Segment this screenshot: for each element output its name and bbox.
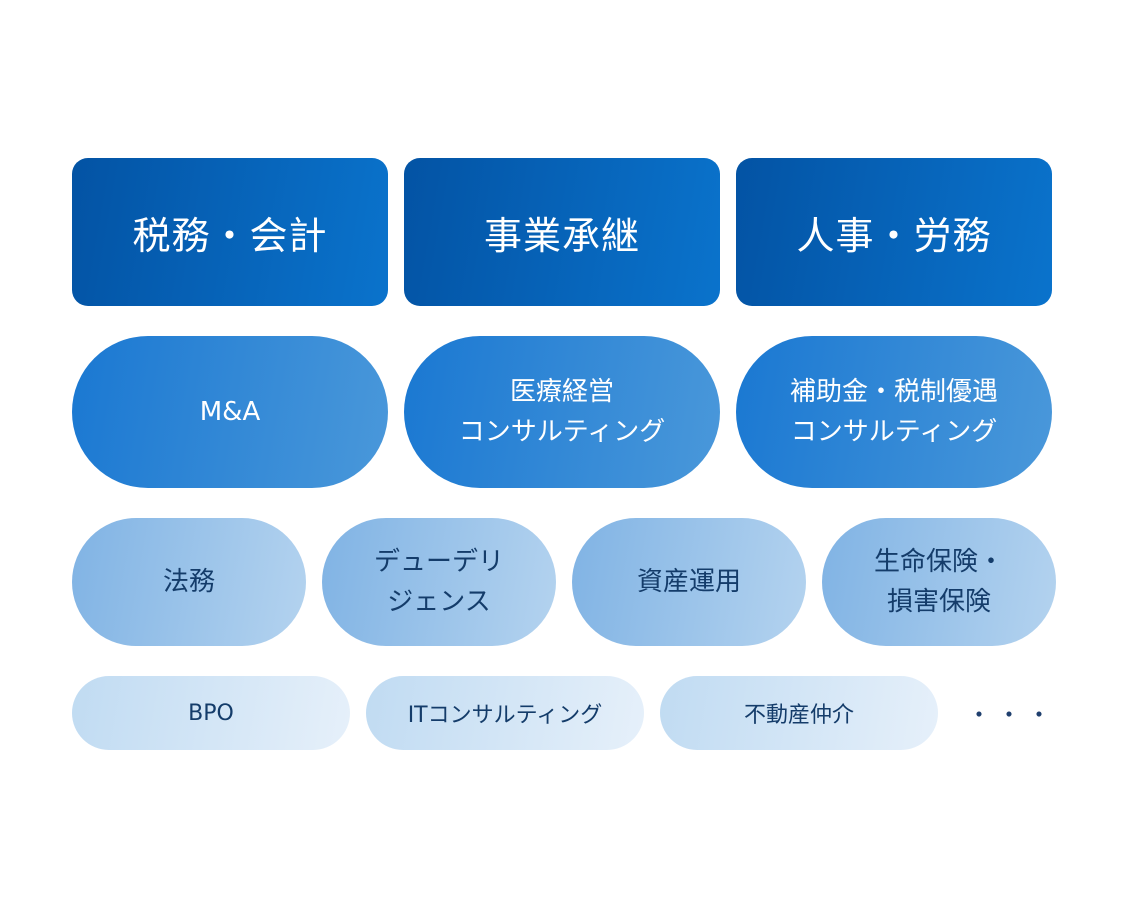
service-hr-labor: 人事・労務: [736, 158, 1052, 306]
service-insurance: 生命保険・ 損害保険: [822, 518, 1056, 646]
service-label: BPO: [188, 700, 234, 726]
service-label: 事業承継: [483, 213, 640, 258]
service-bpo: BPO: [72, 676, 350, 750]
service-label: 税務・会計: [132, 213, 328, 258]
service-label: デューデリ ジェンス: [373, 547, 504, 617]
service-label: M&A: [199, 397, 261, 427]
service-asset-management: 資産運用: [572, 518, 806, 646]
service-real-estate: 不動産仲介: [660, 676, 938, 750]
service-label: 生命保険・ 損害保険: [873, 547, 1004, 617]
service-subsidy-consulting: 補助金・税制優遇 コンサルティング: [736, 336, 1052, 488]
service-label: 補助金・税制優遇 コンサルティング: [789, 377, 998, 447]
service-business-succession: 事業承継: [404, 158, 720, 306]
service-ma: M&A: [72, 336, 388, 488]
service-label: 法務: [162, 567, 215, 597]
service-due-diligence: デューデリ ジェンス: [322, 518, 556, 646]
service-label: 人事・労務: [796, 213, 992, 258]
service-label: ITコンサルティング: [407, 703, 603, 728]
service-label: 医療経営 コンサルティング: [458, 377, 666, 447]
service-label: 不動産仲介: [743, 703, 854, 728]
service-it-consulting: ITコンサルティング: [366, 676, 644, 750]
service-label: 資産運用: [636, 567, 741, 597]
service-medical-consulting: 医療経営 コンサルティング: [404, 336, 720, 488]
service-legal: 法務: [72, 518, 306, 646]
more-ellipsis: ・・・: [967, 700, 1057, 729]
service-tax-accounting: 税務・会計: [72, 158, 388, 306]
